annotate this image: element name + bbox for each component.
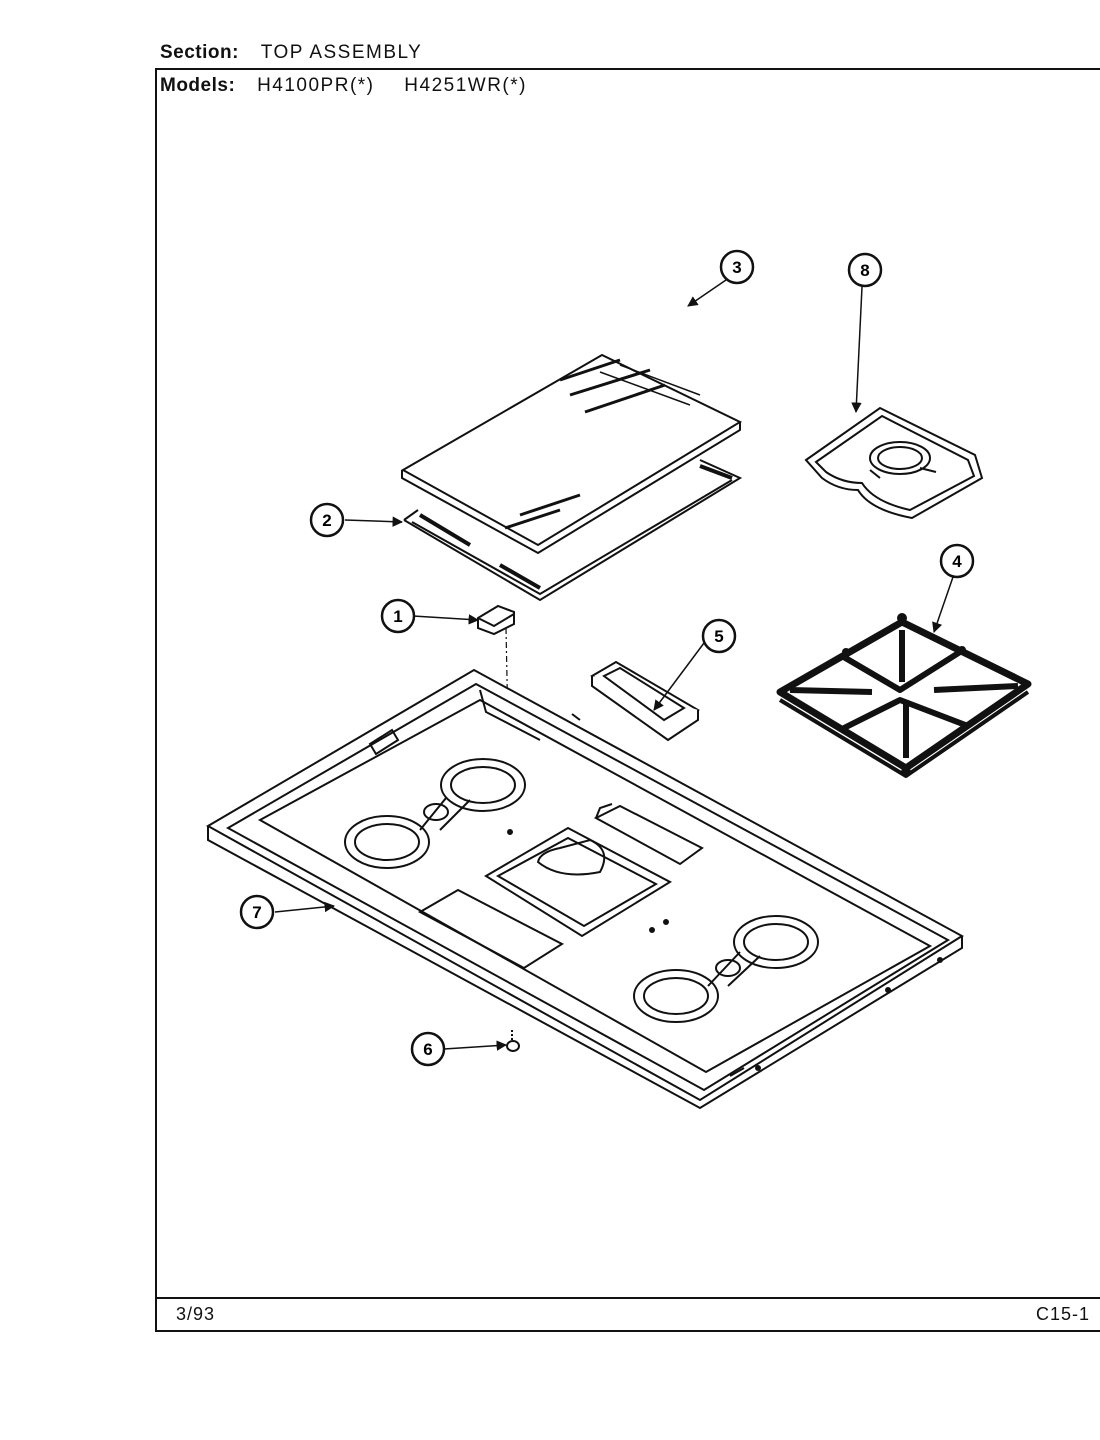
callout-4-label: 4 [952,552,962,571]
tray-part [590,660,700,742]
model-number-1: H4100PR(*) [257,75,375,96]
clip-part [477,604,515,636]
frame-footer-line [155,1297,1100,1299]
cooktop-part [205,668,964,1110]
callout-1: 1 [380,598,416,634]
callout-8: 8 [847,252,883,288]
callout-7: 7 [239,894,275,930]
model-number-2: H4251WR(*) [404,75,527,96]
callout-2: 2 [309,502,345,538]
callout-6: 6 [410,1031,446,1067]
callout-7-label: 7 [252,903,261,922]
callout-3-label: 3 [732,258,741,277]
footer-page-code: C15-1 [1036,1304,1091,1324]
frame-left-line [155,68,157,1332]
callout-5-label: 5 [714,627,723,646]
frame-top-line [155,68,1100,70]
callout-6-label: 6 [423,1040,432,1059]
griddle-cover-part [400,353,743,555]
callout-3: 3 [719,249,755,285]
screw-part [506,1030,520,1052]
callout-2-label: 2 [322,511,331,530]
section-heading: Section: TOP ASSEMBLY [160,42,422,64]
callout-5: 5 [701,618,737,654]
callout-1-label: 1 [393,607,402,626]
burner-bowl-part [804,406,984,520]
callout-4: 4 [939,543,975,579]
burner-grate-part [776,613,1032,778]
frame-bottom-line [155,1330,1100,1332]
callout-8-label: 8 [860,261,869,280]
models-label: Models: [160,75,236,96]
section-label: Section: [160,42,239,63]
liner-pan-part [403,459,743,602]
section-value: TOP ASSEMBLY [260,42,423,63]
models-heading: Models: H4100PR(*) H4251WR(*) [160,75,527,97]
footer-date: 3/93 [176,1304,216,1324]
leader-lines [274,279,954,1051]
